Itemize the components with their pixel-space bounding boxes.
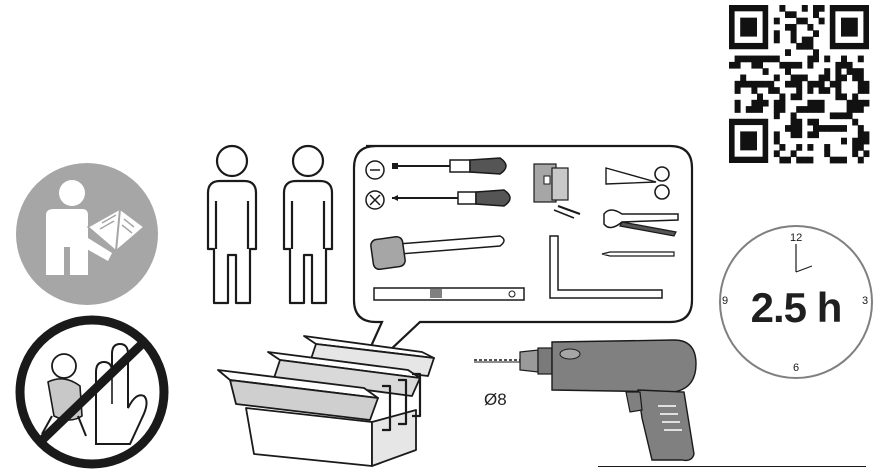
keep-away-children-symbol [8, 312, 176, 472]
spirit-level-icon [373, 287, 525, 301]
read-manual-icon [16, 163, 158, 305]
mallet-icon [370, 235, 505, 271]
pincers-icon [603, 209, 679, 237]
assembly-time-clock: 12 3 6 9 2.5 h [716, 222, 876, 382]
phillips-screwdriver-icon [392, 189, 511, 207]
scissors-icon [605, 166, 670, 200]
assembly-time-clock-icon [719, 225, 873, 379]
pencil-icon [601, 251, 675, 257]
phillips-symbol [365, 190, 385, 210]
tools-panel [352, 144, 694, 385]
two-persons [196, 144, 346, 307]
clock-hour-3: 3 [862, 295, 869, 307]
lock-hardware-icon [533, 163, 581, 219]
drill-group: Ø8 [470, 334, 710, 464]
power-drill-icon [474, 339, 697, 462]
flat-head-symbol [365, 160, 385, 180]
read-manual-symbol [16, 163, 158, 305]
assembly-duration: 2.5 h [750, 284, 843, 331]
clock-hour-9: 9 [722, 295, 729, 307]
divider-line [598, 466, 866, 467]
toolbox-icon [217, 335, 435, 467]
clock-hour-12: 12 [790, 232, 803, 244]
required-tools-callout [340, 140, 700, 390]
toolbox [212, 330, 444, 470]
qr-code-icon [729, 5, 870, 164]
clock-hour-6: 6 [793, 362, 800, 374]
carpenter-square-icon [549, 235, 663, 299]
qr-code [729, 5, 870, 164]
flat-screwdriver-icon [392, 157, 507, 175]
keep-away-from-children-icon [15, 315, 169, 469]
drill-bit-size: Ø8 [484, 390, 507, 409]
two-persons-icon [206, 144, 334, 305]
